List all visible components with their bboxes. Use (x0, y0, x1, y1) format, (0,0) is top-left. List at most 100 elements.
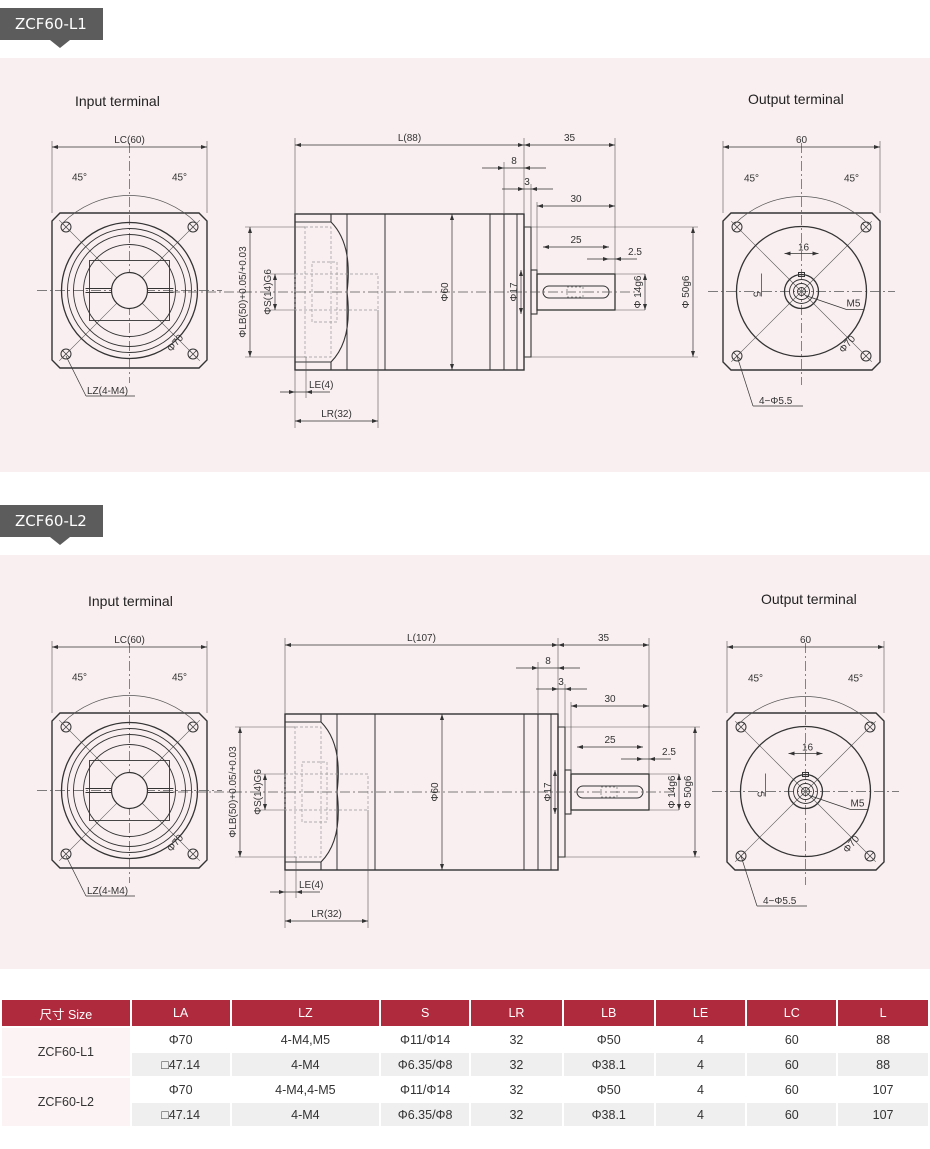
angle-arc (738, 696, 873, 725)
arrowhead (643, 643, 649, 647)
table-cell: □47.14 (129, 1101, 232, 1128)
lr-dim: LR(32) (311, 909, 342, 920)
input-terminal-label: Input terminal (75, 93, 160, 109)
arrowhead (440, 864, 444, 870)
input-view-angle-right: 45° (172, 673, 187, 684)
column-header: 尺寸 Size (0, 998, 132, 1028)
output-shaft-ring (797, 783, 814, 800)
output-shaft-ring (797, 287, 806, 296)
output-shaft-ring (793, 779, 818, 804)
arrowhead (649, 757, 655, 761)
diagonal-line (730, 291, 802, 363)
output-shaft-ring (787, 773, 824, 810)
output-terminal-label: Output terminal (748, 91, 844, 107)
table-cell: 60 (745, 1101, 839, 1128)
arrowhead (52, 645, 58, 649)
table-cell: 107 (836, 1101, 930, 1128)
table-cell: Φ11/Φ14 (379, 1026, 472, 1053)
mounting-hole (187, 221, 199, 233)
lz-label: LZ(4-M4) (87, 386, 128, 397)
length-dim: L(107) (407, 633, 436, 644)
arrowhead (552, 643, 558, 647)
output-view-angle-left: 45° (744, 174, 759, 185)
arrowhead (524, 143, 530, 147)
input-view-flange-outline (51, 212, 208, 369)
table-cell: 4-M4,4-M5 (229, 1076, 382, 1103)
arrowhead (518, 187, 524, 191)
input-view-pcd-label: Φ70 (165, 832, 186, 854)
technical-drawing-l1: Input terminal Output terminalLC(60)45°45… (37, 91, 895, 428)
arrowhead (362, 919, 368, 923)
leader-line (65, 355, 87, 397)
input-ring (60, 721, 199, 860)
arrowhead (878, 645, 884, 649)
arrowhead (553, 770, 557, 776)
mounting-hole (60, 348, 72, 360)
key-width-label: 16 (802, 743, 814, 754)
column-header: L (836, 998, 930, 1028)
arrowhead (615, 257, 621, 261)
diagonal-line (730, 220, 802, 292)
le-dim: LE(4) (299, 880, 323, 891)
table-cell: Φ38.1 (561, 1101, 656, 1128)
clamp-block (89, 260, 170, 321)
table-cell: 4 (653, 1026, 748, 1053)
output-shaft-ring (783, 273, 820, 310)
arrowhead (201, 645, 207, 649)
leader-line (809, 795, 851, 810)
arrowhead (248, 227, 252, 233)
d8-dim: 8 (545, 656, 551, 667)
column-header: S (379, 998, 472, 1028)
table-cell: 88 (836, 1026, 930, 1053)
d3-dim: 3 (558, 677, 564, 688)
body-dia-dim: Φ60 (430, 782, 441, 802)
output-terminal-label: Output terminal (761, 591, 857, 607)
arrowhead (609, 143, 615, 147)
arrowhead (693, 727, 697, 733)
mounting-hole (187, 848, 199, 860)
body-dia-dim: Φ60 (440, 282, 451, 302)
output-view-angle-right: 45° (844, 174, 859, 185)
arrowhead (532, 666, 538, 670)
spigot-dia-dim: Φ 50g6 (683, 775, 694, 808)
lb-dim: ΦLB(50)+0.05/+0.03 (228, 746, 239, 838)
table-cell: 60 (745, 1076, 839, 1103)
d25-dim: 25 (570, 235, 582, 246)
table-cell: Φ50 (561, 1026, 656, 1053)
shaft-dia-dim: Φ 14g6 (633, 275, 644, 308)
table-cell: 4 (653, 1101, 748, 1128)
shaft-total-dim: 35 (564, 133, 576, 144)
output-view-angle-right: 45° (848, 674, 863, 685)
input-view-angle-left: 45° (72, 173, 87, 184)
arrowhead (552, 687, 558, 691)
mounting-hole (187, 721, 199, 733)
clamp-block (89, 760, 170, 821)
spigot-dia-dim: Φ 50g6 (681, 275, 692, 308)
input-ring (83, 244, 176, 337)
section-tag-l2: ZCF60-L2 (0, 505, 103, 545)
arrowhead (691, 227, 695, 233)
mounting-hole (60, 848, 72, 860)
output-view-angle-left: 45° (748, 674, 763, 685)
arrowhead (518, 143, 524, 147)
diagonal-line (734, 720, 806, 792)
mounting-hole (60, 721, 72, 733)
arrowhead (519, 270, 523, 276)
size-cell: ZCF60-L2 (0, 1076, 132, 1128)
arrowhead (543, 245, 549, 249)
size-cell: ZCF60-L1 (0, 1026, 132, 1078)
s-dim: ΦS(14)G6 (263, 269, 274, 315)
arrowhead (812, 251, 819, 256)
arrowhead (498, 166, 504, 170)
table-cell: □47.14 (129, 1051, 232, 1078)
output-view-width-dim: 60 (800, 635, 812, 646)
leader-line (740, 855, 758, 907)
arrowhead (519, 308, 523, 314)
input-ring (73, 234, 186, 347)
